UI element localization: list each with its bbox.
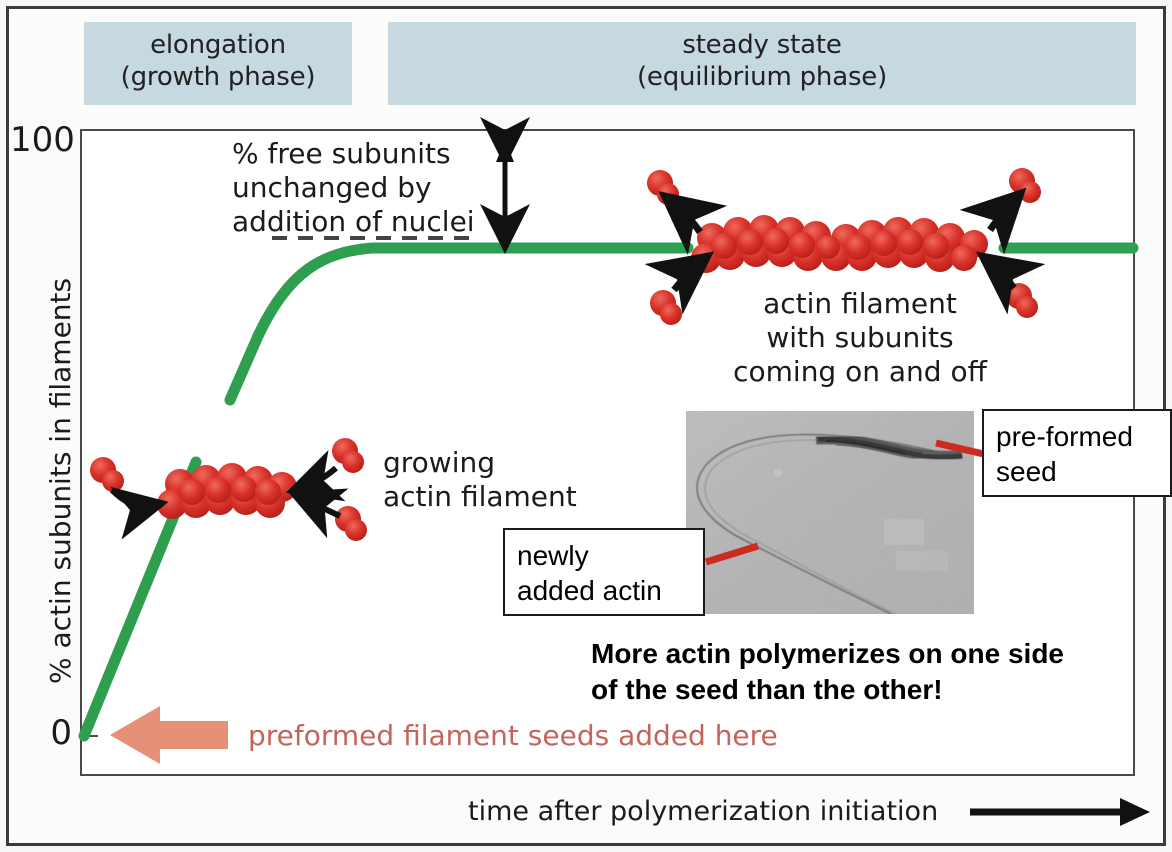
callout-pre-formed-seed-line2: seed <box>996 456 1057 487</box>
y-tick-mark-0 <box>82 735 98 737</box>
annotation-seeds-added: preformed filament seeds added here <box>248 719 778 752</box>
phase-band-elongation-line2: (growth phase) <box>120 62 316 92</box>
annotation-free-subunits-line2: unchanged by <box>232 171 432 204</box>
phase-band-steady-state-line2: (equilibrium phase) <box>636 62 888 92</box>
annotation-free-subunits: % free subunits unchanged by addition of… <box>232 137 475 239</box>
callout-newly-added-actin-line1: newly <box>517 540 589 571</box>
callout-newly-added-actin-line2: added actin <box>517 575 662 606</box>
callout-pre-formed-seed: pre-formed seed <box>982 409 1172 497</box>
annotation-growing-filament-line1: growing <box>383 446 495 479</box>
annotation-steady-filament-line1: actin filament <box>763 287 957 320</box>
phase-band-steady-state: steady state (equilibrium phase) <box>388 22 1136 105</box>
y-tick-label-100: 100 <box>10 120 75 160</box>
annotation-free-subunits-line3: addition of nuclei <box>232 205 475 238</box>
phase-band-steady-state-line1: steady state <box>682 30 842 60</box>
annotation-steady-filament: actin filament with subunits coming on a… <box>731 287 989 389</box>
annotation-growing-filament-line2: actin filament <box>383 480 577 513</box>
x-axis-title: time after polymerization initiation <box>468 796 939 827</box>
annotation-growing-filament: growing actin filament <box>383 446 577 514</box>
annotation-free-subunits-line1: % free subunits <box>232 137 451 170</box>
emphasis-statement-line2: of the seed than the other! <box>591 674 943 705</box>
annotation-steady-filament-line3: coming on and off <box>733 355 987 388</box>
micrograph-svg <box>686 411 974 614</box>
y-axis-title: % actin subunits in filaments <box>44 277 77 684</box>
y-tick-label-0: 0 <box>50 713 72 753</box>
emphasis-statement-line1: More actin polymerizes on one side <box>591 638 1065 669</box>
annotation-steady-filament-line2: with subunits <box>766 321 954 354</box>
phase-band-elongation-line1: elongation <box>150 30 286 60</box>
callout-pre-formed-seed-line1: pre-formed <box>996 421 1133 452</box>
phase-band-elongation: elongation (growth phase) <box>84 22 352 105</box>
callout-newly-added-actin: newly added actin <box>503 528 705 616</box>
emphasis-statement: More actin polymerizes on one side of th… <box>591 636 1064 708</box>
electron-micrograph <box>686 411 974 614</box>
